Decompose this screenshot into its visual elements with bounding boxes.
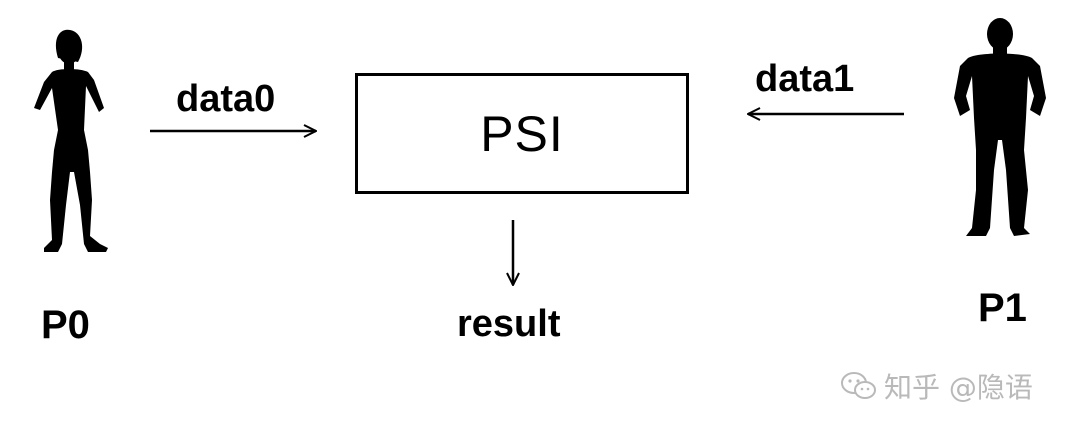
woman-silhouette-icon: [34, 29, 108, 252]
wechat-icon: [841, 372, 876, 399]
psi-process-box: PSI: [355, 73, 689, 194]
data0-label: data0: [176, 78, 276, 120]
man-silhouette-icon: [954, 18, 1046, 236]
p0-label: P0: [41, 303, 90, 347]
p1-label: P1: [978, 286, 1027, 330]
psi-label: PSI: [480, 105, 564, 162]
data1-label: data1: [755, 58, 855, 100]
watermark: 知乎 @隐语: [840, 366, 1033, 406]
watermark-text: 知乎 @隐语: [884, 371, 1033, 404]
result-label: result: [457, 303, 561, 345]
